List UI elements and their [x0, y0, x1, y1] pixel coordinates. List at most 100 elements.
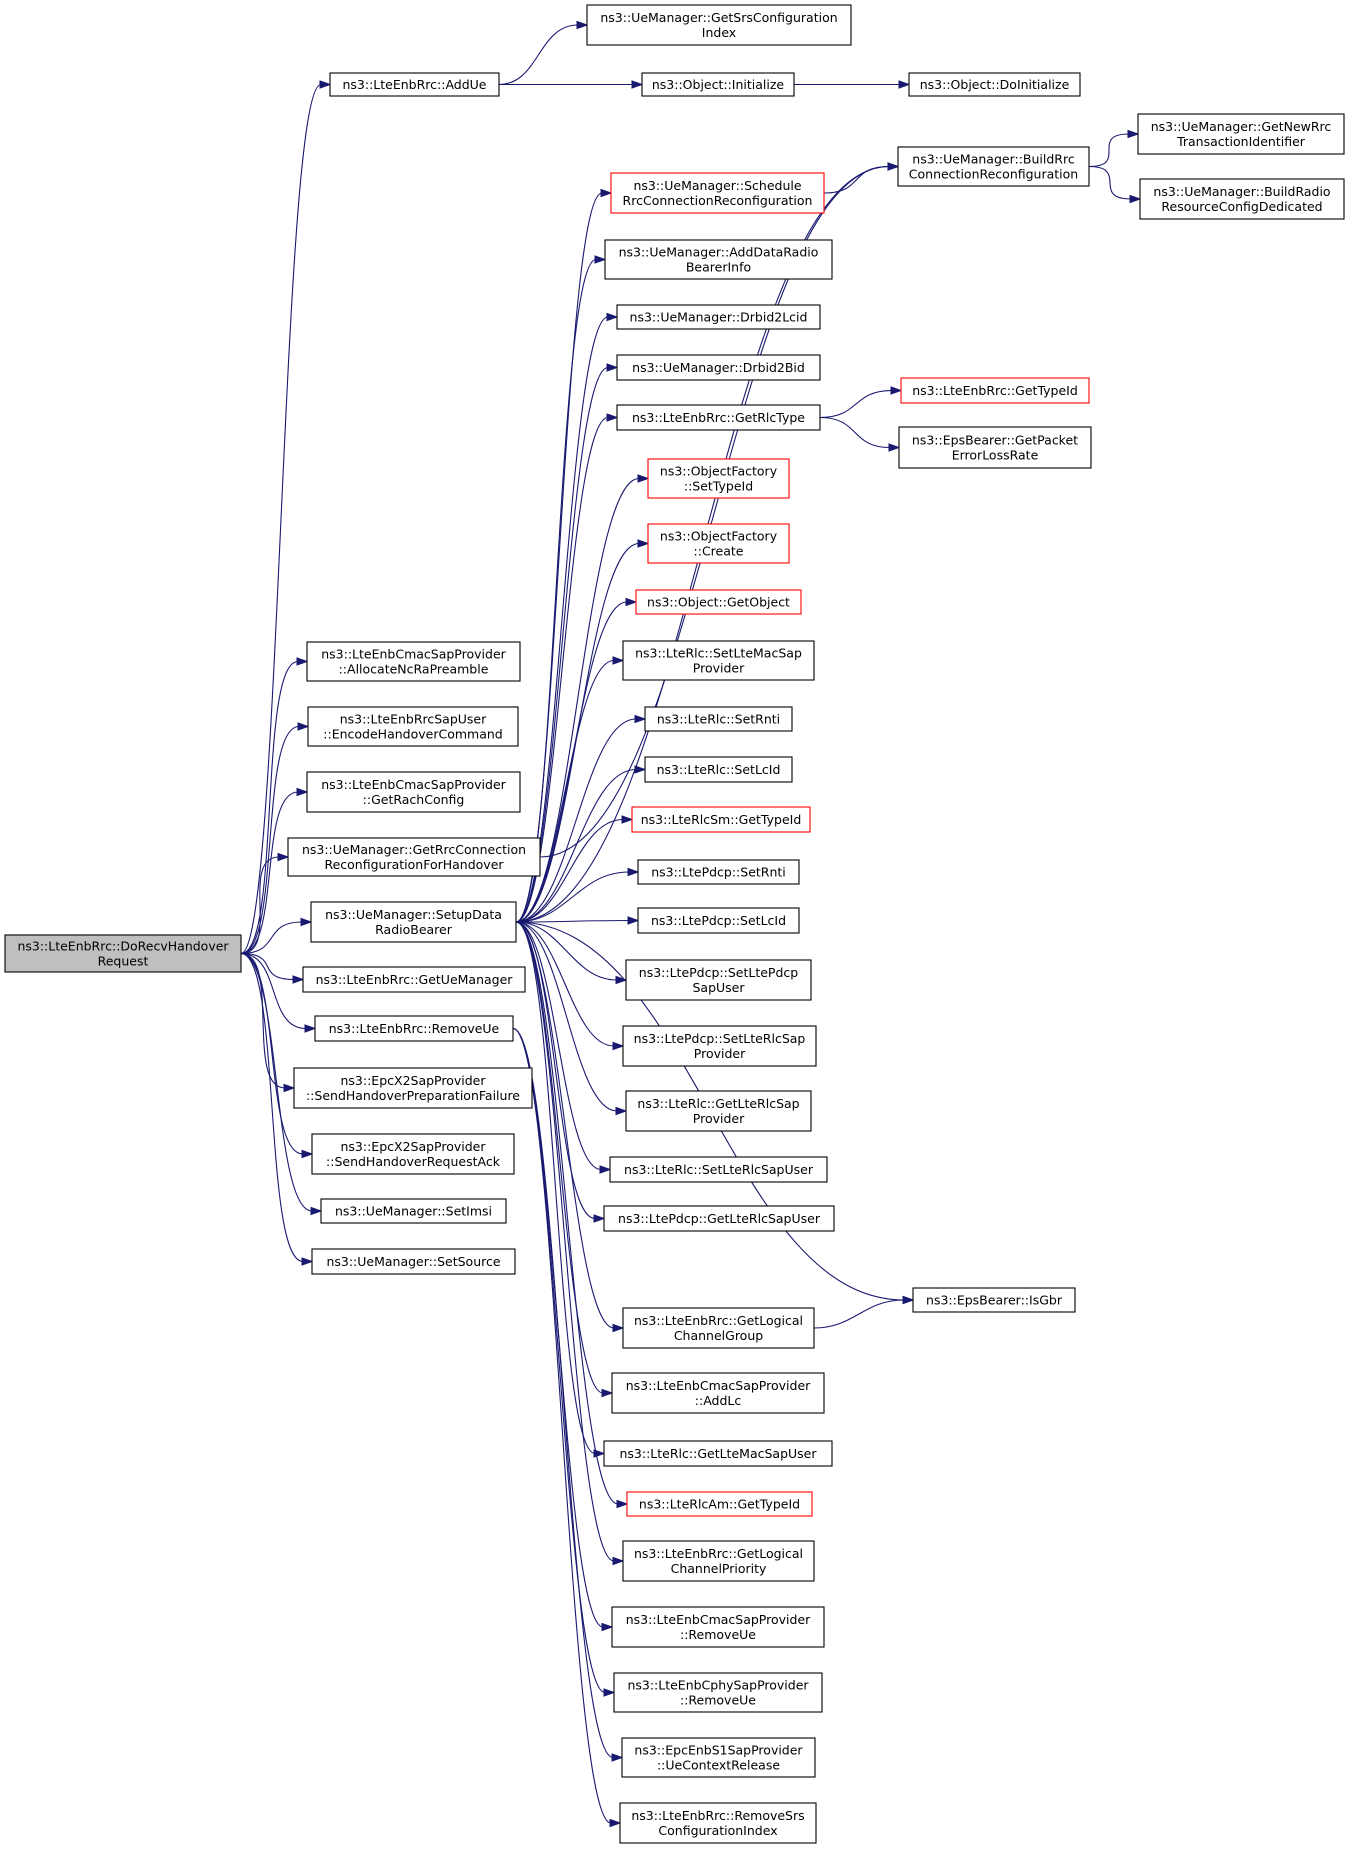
node-allocncra[interactable]: ns3::LteEnbCmacSapProvider::AllocateNcRa…	[306, 641, 521, 682]
node-rlcamtypeid[interactable]: ns3::LteRlcAm::GetTypeId	[626, 1491, 813, 1517]
node-rlcsetlcid[interactable]: ns3::LteRlc::SetLcId	[644, 756, 793, 783]
node-box	[622, 1025, 817, 1067]
node-cmacremoveue[interactable]: ns3::LteEnbCmacSapProvider::RemoveUe	[611, 1606, 825, 1648]
node-getlcprio[interactable]: ns3::LteEnbRrc::GetLogicalChannelPriorit…	[622, 1540, 815, 1582]
node-doinit[interactable]: ns3::Object::DoInitialize	[908, 72, 1081, 97]
node-uectxrelease[interactable]: ns3::EpcEnbS1SapProvider::UeContextRelea…	[621, 1737, 816, 1778]
arrowhead-icon	[297, 722, 310, 731]
node-pdcpgetrlcsapuser[interactable]: ns3::LtePdcp::GetLteRlcSapUser	[603, 1205, 835, 1232]
node-label: Provider	[693, 661, 745, 676]
node-sendhoprepfail[interactable]: ns3::EpcX2SapProvider::SendHandoverPrepa…	[293, 1067, 533, 1109]
node-box	[616, 404, 821, 431]
node-label: ns3::LteRlc::SetLcId	[657, 762, 781, 777]
node-setsource[interactable]: ns3::UeManager::SetSource	[311, 1248, 516, 1275]
node-drbid2bid[interactable]: ns3::UeManager::Drbid2Bid	[616, 354, 821, 381]
node-label: Index	[702, 25, 736, 40]
arrowhead-icon	[277, 852, 290, 862]
node-label: ns3::EpsBearer::GetPacket	[912, 433, 1078, 448]
node-rlcsmtypeid[interactable]: ns3::LteRlcSm::GetTypeId	[631, 806, 811, 833]
node-rlcgetmacsapuser[interactable]: ns3::LteRlc::GetLteMacSapUser	[603, 1440, 833, 1467]
node-schedule[interactable]: ns3::UeManager::ScheduleRrcConnectionRec…	[610, 172, 825, 214]
edge-line	[515, 921, 618, 981]
node-box	[610, 172, 825, 214]
node-label: ns3::UeManager::SetImsi	[335, 1204, 492, 1219]
arrowhead-icon	[615, 975, 628, 985]
node-buildrrc[interactable]: ns3::UeManager::BuildRrcConnectionReconf…	[897, 146, 1090, 187]
node-cphyremoveue[interactable]: ns3::LteEnbCphySapProvider::RemoveUe	[613, 1672, 823, 1713]
edge-line	[515, 921, 604, 1394]
node-label: ns3::LteEnbRrc::GetRlcType	[632, 410, 805, 425]
node-ofsettypeid[interactable]: ns3::ObjectFactory::SetTypeId	[647, 458, 790, 499]
node-isgbr[interactable]: ns3::EpsBearer::IsGbr	[912, 1287, 1076, 1313]
arrowhead-icon	[612, 1323, 625, 1333]
edge-line	[515, 921, 615, 1562]
arrowhead-icon	[888, 443, 901, 452]
node-label: ::Create	[694, 544, 744, 559]
node-label: ns3::EpsBearer::IsGbr	[926, 1293, 1063, 1308]
node-pdcpsetrnti[interactable]: ns3::LtePdcp::SetRnti	[637, 859, 800, 885]
edge-line	[515, 818, 624, 923]
node-addue[interactable]: ns3::LteEnbRrc::AddUe	[329, 72, 500, 97]
node-label: ::EncodeHandoverCommand	[323, 727, 502, 742]
arrowhead-icon	[304, 1024, 317, 1033]
edge-line	[819, 416, 891, 449]
node-getrrcconnho[interactable]: ns3::UeManager::GetRrcConnectionReconfig…	[287, 837, 541, 877]
node-box	[647, 523, 790, 564]
node-addlc[interactable]: ns3::LteEnbCmacSapProvider::AddLc	[611, 1372, 825, 1414]
node-getobject[interactable]: ns3::Object::GetObject	[635, 589, 802, 615]
node-removesrs[interactable]: ns3::LteEnbRrc::RemoveSrsConfigurationIn…	[619, 1802, 817, 1844]
node-box	[1139, 178, 1345, 220]
node-label: ns3::LteEnbRrc::GetUeManager	[316, 972, 514, 987]
node-box	[320, 1198, 507, 1224]
node-objinit[interactable]: ns3::Object::Initialize	[641, 72, 795, 97]
node-label: ns3::LteRlcSm::GetTypeId	[641, 812, 802, 827]
node-setimsi[interactable]: ns3::UeManager::SetImsi	[320, 1198, 507, 1224]
node-getrlctype[interactable]: ns3::LteEnbRrc::GetRlcType	[616, 404, 821, 431]
node-ofcreate[interactable]: ns3::ObjectFactory::Create	[647, 523, 790, 564]
node-getrach[interactable]: ns3::LteEnbCmacSapProvider::GetRachConfi…	[306, 771, 521, 813]
arrowhead-icon	[616, 1499, 629, 1509]
node-rlcsetrnti[interactable]: ns3::LteRlc::SetRnti	[644, 706, 793, 732]
arrowhead-icon	[634, 765, 647, 774]
node-pdcpsetlcid[interactable]: ns3::LtePdcp::SetLcId	[637, 907, 800, 934]
edge-line	[1088, 133, 1130, 168]
arrowhead-icon	[637, 474, 650, 483]
node-box	[306, 641, 521, 682]
edge-schedule-to-buildrrc	[823, 162, 900, 194]
node-label: ReconfigurationForHandover	[324, 857, 504, 872]
node-getnewrrc[interactable]: ns3::UeManager::GetNewRrcTransactionIden…	[1137, 113, 1345, 155]
node-rlcsetrlcsapuser[interactable]: ns3::LteRlc::SetLteRlcSapUser	[609, 1156, 828, 1183]
node-enbrrctypeid[interactable]: ns3::LteEnbRrc::GetTypeId	[900, 377, 1090, 404]
node-box	[293, 1067, 533, 1109]
arrowhead-icon	[601, 1622, 614, 1632]
node-buildradio[interactable]: ns3::UeManager::BuildRadioResourceConfig…	[1139, 178, 1345, 220]
node-label: ns3::LteEnbRrc::RemoveUe	[329, 1021, 500, 1036]
edge-root-to-encodeho	[240, 722, 310, 955]
node-getuemanager[interactable]: ns3::LteEnbRrc::GetUeManager	[302, 966, 526, 993]
edge-setupdrb-to-rlcsetrnti	[515, 714, 647, 923]
node-sendhoreqack[interactable]: ns3::EpcX2SapProvider::SendHandoverReque…	[311, 1133, 515, 1175]
edge-setupdrb-to-getrlctype	[515, 413, 619, 923]
edge-line	[240, 660, 299, 955]
edge-setupdrb-to-rlcgetrlcsapprov	[515, 921, 628, 1116]
node-removeue[interactable]: ns3::LteEnbRrc::RemoveUe	[314, 1015, 514, 1042]
edge-line	[515, 921, 596, 1455]
edge-setupdrb-to-pdcpsetpdcpsapuser	[515, 921, 628, 985]
node-encodeho[interactable]: ns3::LteEnbRrcSapUser::EncodeHandoverCom…	[307, 706, 519, 747]
node-label: ns3::EpcX2SapProvider	[340, 1073, 486, 1088]
node-box	[641, 72, 795, 97]
edge-line	[539, 165, 890, 858]
node-drbid2lcid[interactable]: ns3::UeManager::Drbid2Lcid	[616, 304, 821, 330]
arrowhead-icon	[301, 1257, 314, 1266]
arrowhead-icon	[593, 1214, 606, 1223]
